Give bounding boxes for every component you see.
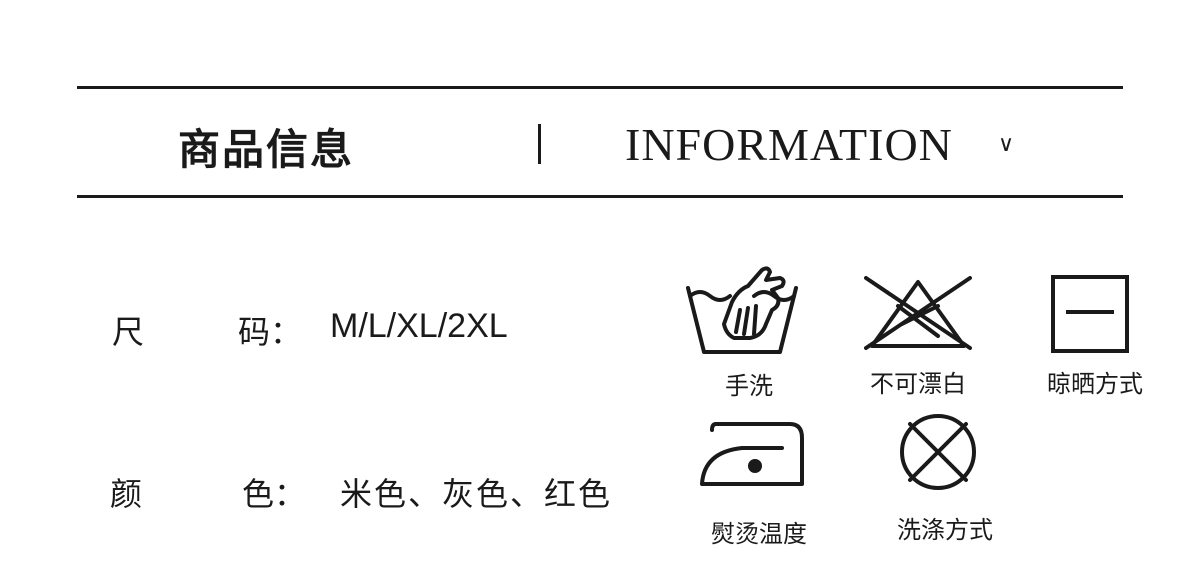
color-value: 米色、灰色、红色 [340, 475, 613, 513]
wash-method-caption: 洗涤方式 [897, 516, 993, 544]
size-label-char2: 码： [238, 313, 303, 351]
product-info-title-cn: 商品信息 [178, 125, 355, 174]
top-divider-line [77, 86, 1123, 89]
line-dry-caption: 晾晒方式 [1047, 370, 1143, 398]
hand-wash-icon [684, 262, 800, 358]
color-label-char1: 颜 [110, 475, 143, 513]
color-label-char2: 色： [242, 475, 307, 513]
size-label-char1: 尺 [112, 313, 145, 351]
line-dry-icon [1050, 274, 1130, 354]
product-info-title-en: INFORMATION [625, 119, 953, 170]
no-bleach-icon [864, 276, 972, 352]
iron-temp-caption: 熨烫温度 [711, 520, 807, 548]
no-dry-clean-icon [896, 410, 980, 494]
iron-low-temp-icon [698, 418, 808, 488]
no-bleach-caption: 不可漂白 [870, 370, 966, 398]
bottom-divider-line [77, 195, 1123, 198]
chevron-down-icon: ∨ [998, 132, 1015, 157]
title-separator [538, 124, 541, 164]
size-value: M/L/XL/2XL [330, 307, 508, 345]
hand-wash-caption: 手洗 [725, 372, 773, 400]
